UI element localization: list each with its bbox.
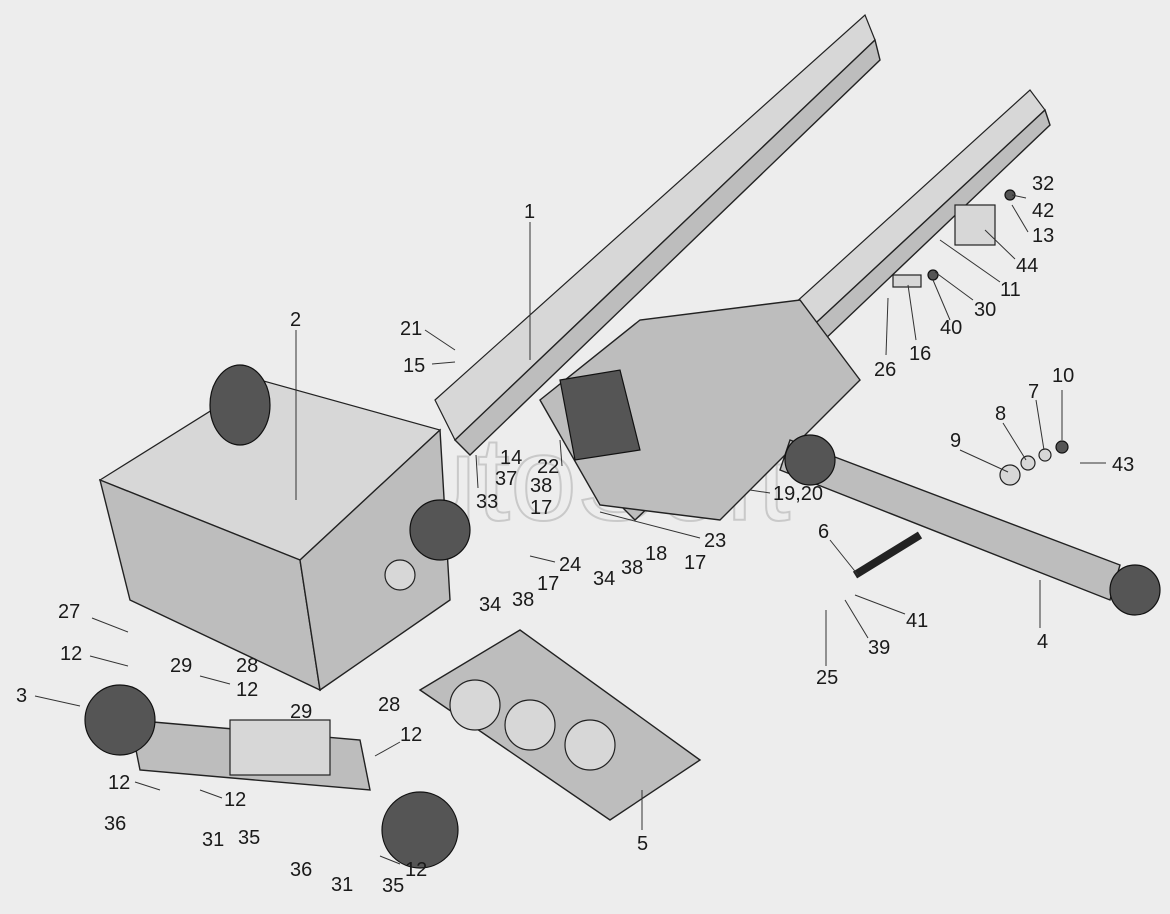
callout-35-b: 35 [382,875,404,897]
callout-8: 8 [995,403,1006,425]
callout-18: 18 [645,543,667,565]
leader-lines [34,194,1106,865]
callout-13: 13 [1032,225,1054,247]
callout-43: 43 [1112,454,1134,476]
callout-42: 42 [1032,200,1054,222]
callout-6: 6 [818,521,829,543]
callout-39: 39 [868,637,890,659]
callout-labels: 1 2 3 4 5 6 7 8 9 10 11 12 12 12 12 12 1… [16,173,1134,897]
callout-37: 37 [495,468,517,490]
callout-31-b: 31 [331,874,353,896]
callout-36-a: 36 [104,813,126,835]
callout-24: 24 [559,554,581,576]
rear-axle-part [779,434,1161,616]
callout-15: 15 [403,355,425,377]
callout-25: 25 [816,667,838,689]
callout-34-b: 34 [479,594,501,616]
callout-29-a: 29 [170,655,192,677]
callout-19-20: 19,20 [773,483,823,505]
callout-34-a: 34 [593,568,615,590]
callout-22: 22 [537,456,559,478]
callout-44: 44 [1016,255,1038,277]
callout-30: 30 [974,299,996,321]
callout-36-b: 36 [290,859,312,881]
callout-27: 27 [58,601,80,623]
hardware-parts [892,189,1069,486]
callout-12-e: 12 [224,789,246,811]
callout-17-a: 17 [530,497,552,519]
callout-14: 14 [500,447,522,469]
pin-part [852,531,923,579]
callout-12-f: 12 [405,859,427,881]
callout-35-a: 35 [238,827,260,849]
callout-2: 2 [290,309,301,331]
front-axle-part [84,684,459,869]
callout-12-d: 12 [108,772,130,794]
callout-28-a: 28 [236,655,258,677]
callout-32: 32 [1032,173,1054,195]
callout-5: 5 [637,833,648,855]
callout-26: 26 [874,359,896,381]
callout-21: 21 [400,318,422,340]
callout-7: 7 [1028,381,1039,403]
callout-10: 10 [1052,365,1074,387]
callout-1: 1 [524,201,535,223]
callout-29-b: 29 [290,701,312,723]
callout-12-b: 12 [236,679,258,701]
callout-17-c: 17 [537,573,559,595]
callout-23: 23 [704,530,726,552]
callout-31-a: 31 [202,829,224,851]
callout-33: 33 [476,491,498,513]
callout-3: 3 [16,685,27,707]
callout-38-b: 38 [621,557,643,579]
callout-17-b: 17 [684,552,706,574]
main-frame-part [434,13,1051,521]
callout-4: 4 [1037,631,1048,653]
callout-16: 16 [909,343,931,365]
callout-9: 9 [950,430,961,452]
callout-28-b: 28 [378,694,400,716]
callout-41: 41 [906,610,928,632]
callout-11: 11 [1000,279,1021,301]
callout-40: 40 [940,317,962,339]
beater-part [418,629,702,821]
feeder-housing-part [98,364,471,692]
callout-12-a: 12 [60,643,82,665]
callout-38-c: 38 [512,589,534,611]
callout-12-c: 12 [400,724,422,746]
callout-38-a: 38 [530,475,552,497]
